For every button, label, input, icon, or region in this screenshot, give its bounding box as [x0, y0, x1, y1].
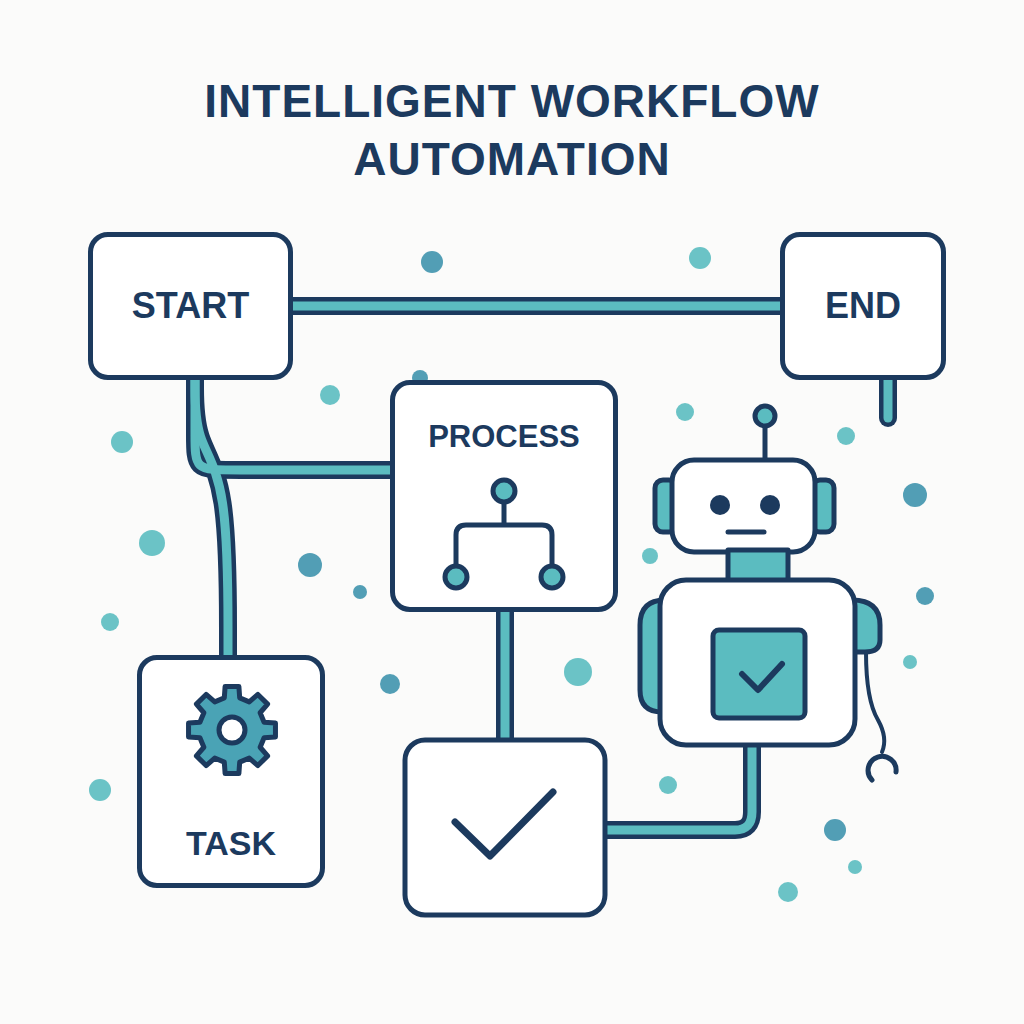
- node-label: END: [825, 285, 901, 327]
- node-label: PROCESS: [428, 419, 580, 455]
- task-box: TASK: [137, 655, 325, 888]
- decor-dot: [903, 483, 927, 507]
- decor-dot: [916, 587, 934, 605]
- connector: [291, 302, 782, 311]
- decor-dot: [659, 776, 677, 794]
- node-label: START: [132, 285, 249, 327]
- decor-dot: [298, 553, 322, 577]
- decor-dot: [837, 427, 855, 445]
- decor-dot: [824, 819, 846, 841]
- check-box: [405, 740, 605, 915]
- decor-dot: [320, 385, 340, 405]
- decor-dot: [421, 251, 443, 273]
- decor-dot: [89, 779, 111, 801]
- connector-outline: [195, 378, 228, 657]
- decor-dot: [111, 431, 133, 453]
- decor-dot: [564, 658, 592, 686]
- connector: [195, 378, 228, 657]
- decor-dot: [101, 613, 119, 631]
- robot: [640, 406, 896, 780]
- decor-dot: [139, 530, 165, 556]
- start-box: START: [88, 232, 293, 380]
- decor-dot: [353, 585, 367, 599]
- connector-outline: [291, 297, 782, 315]
- tree-icon: [395, 385, 613, 607]
- decor-dot: [676, 403, 694, 421]
- decor-dot: [848, 860, 862, 874]
- end-box: END: [780, 232, 946, 380]
- node-label: TASK: [186, 824, 276, 863]
- connector-outline: [195, 378, 392, 470]
- title: INTELLIGENT WORKFLOW AUTOMATION: [152, 72, 872, 188]
- process-box: PROCESS: [390, 380, 618, 612]
- decor-dot: [778, 882, 798, 902]
- decor-dot: [903, 655, 917, 669]
- decor-dot: [642, 548, 658, 564]
- decor-dot: [380, 674, 400, 694]
- connector: [195, 378, 392, 470]
- decor-dot: [689, 247, 711, 269]
